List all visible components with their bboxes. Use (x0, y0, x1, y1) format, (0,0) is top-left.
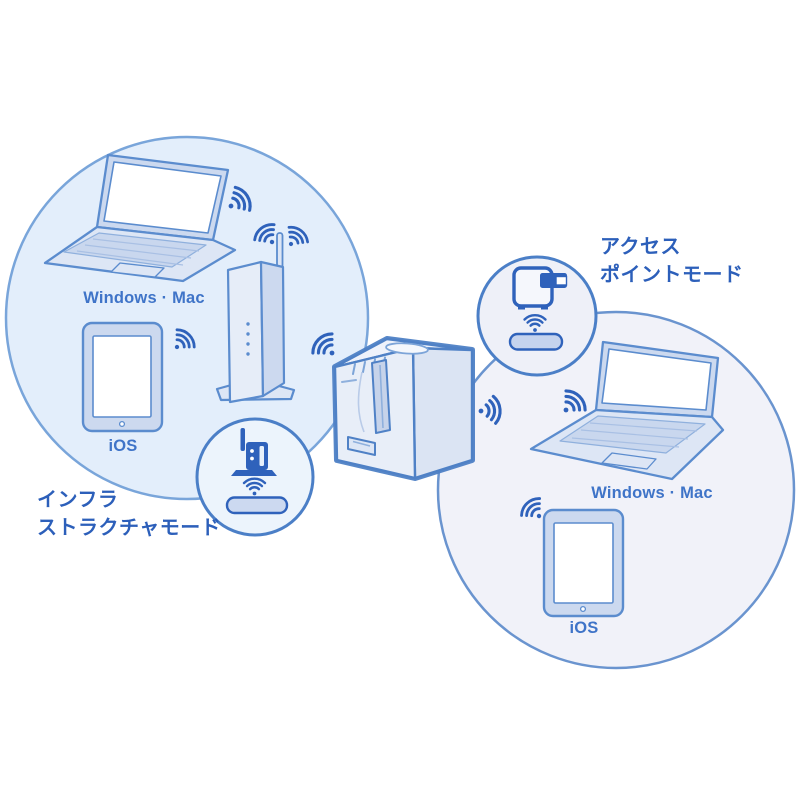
tablet-icon (81, 321, 164, 433)
wireless-router-icon (215, 232, 296, 404)
access-point-mode-title-line1: アクセス (600, 236, 681, 258)
label-printer-icon (332, 336, 475, 481)
printer-bar-icon (508, 332, 564, 351)
laptop-label-left: Windows · Mac (83, 289, 205, 307)
printer-wifi-badge (476, 255, 598, 377)
access-point-mode-title-line2: ポイントモード (600, 264, 744, 286)
printer-icon (512, 266, 568, 310)
laptop-label-right: Windows · Mac (591, 484, 713, 502)
laptop-icon (529, 340, 725, 481)
infrastructure-mode-title-line2: ストラクチャモード (37, 517, 222, 539)
tablet-label-right: iOS (569, 619, 599, 637)
tablet-icon (542, 508, 625, 618)
infrastructure-mode-title: インフラ ストラクチャモード (37, 486, 221, 542)
laptop-icon (43, 153, 237, 283)
printer-bar-icon (225, 496, 289, 515)
router-wifi-badge (195, 417, 315, 537)
access-point-mode-title: アクセス ポイントモード (600, 233, 744, 289)
router-icon (231, 428, 277, 476)
infrastructure-mode-title-line1: インフラ (37, 489, 119, 511)
tablet-label-left: iOS (108, 437, 138, 455)
